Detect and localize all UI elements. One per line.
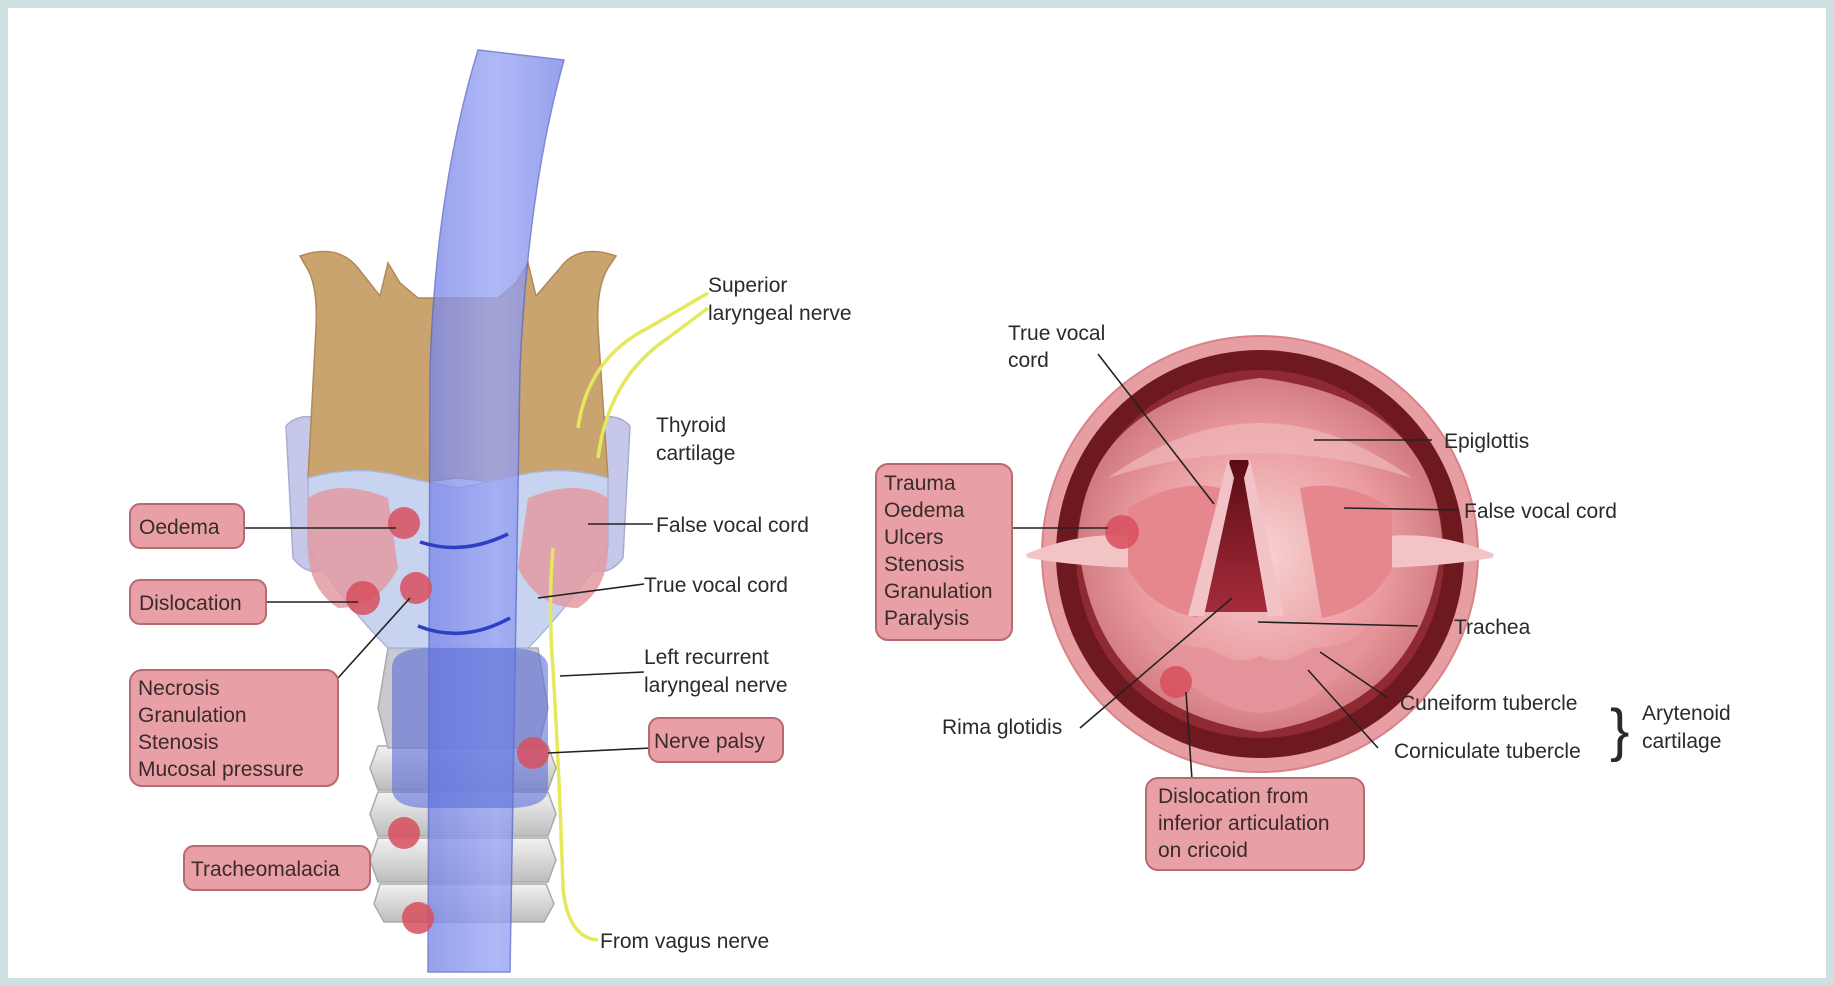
lower-trachea-spot bbox=[402, 902, 434, 934]
trauma-group-box: Trauma Oedema Ulcers Stenosis Granulatio… bbox=[876, 464, 1012, 640]
arytenoid-cartilage-label-1: Arytenoid bbox=[1642, 702, 1731, 725]
tracheomalacia-spot bbox=[388, 817, 420, 849]
nerve-palsy-box: Nerve palsy bbox=[649, 718, 783, 762]
oedema-right-label: Oedema bbox=[884, 499, 965, 522]
diagram-canvas: Oedema Dislocation Necrosis Granulation … bbox=[8, 8, 1826, 978]
oedema-label: Oedema bbox=[139, 516, 220, 539]
false-vocal-cord-right-label: False vocal cord bbox=[1464, 500, 1617, 523]
necrosis-group-box: Necrosis Granulation Stenosis Mucosal pr… bbox=[130, 670, 338, 786]
trachea-label: Trachea bbox=[1454, 616, 1531, 639]
left-recurrent-nerve-label-2: laryngeal nerve bbox=[644, 674, 788, 697]
ulcers-label: Ulcers bbox=[884, 526, 944, 549]
tracheomalacia-label: Tracheomalacia bbox=[191, 858, 340, 881]
cricoid-dislocation-spot bbox=[1160, 666, 1192, 698]
cuneiform-tubercle-label: Cuneiform tubercle bbox=[1400, 692, 1577, 715]
tube-cuff bbox=[392, 648, 548, 808]
from-vagus-nerve-label: From vagus nerve bbox=[600, 930, 769, 953]
thyroid-cartilage-label-2: cartilage bbox=[656, 442, 735, 465]
oedema-box: Oedema bbox=[130, 504, 244, 548]
true-vocal-cord-label: True vocal cord bbox=[644, 574, 788, 597]
necrosis-spot bbox=[400, 572, 432, 604]
trauma-spot bbox=[1105, 515, 1139, 549]
dislocation-spot bbox=[346, 581, 380, 615]
arytenoid-cartilage-label-2: cartilage bbox=[1642, 730, 1721, 753]
thyroid-cartilage-label-1: Thyroid bbox=[656, 414, 726, 437]
dislocation-box: Dislocation bbox=[130, 580, 266, 624]
cricoid-dislocation-label-3: on cricoid bbox=[1158, 839, 1248, 862]
stenosis-label: Stenosis bbox=[138, 731, 219, 754]
cricoid-dislocation-label-2: inferior articulation bbox=[1158, 812, 1330, 835]
necrosis-label: Necrosis bbox=[138, 677, 220, 700]
tracheomalacia-box: Tracheomalacia bbox=[184, 846, 370, 890]
cricoid-dislocation-box: Dislocation from inferior articulation o… bbox=[1146, 778, 1364, 870]
cricoid-dislocation-label-1: Dislocation from bbox=[1158, 785, 1309, 808]
nerve-palsy-spot bbox=[517, 737, 549, 769]
left-recurrent-nerve-label-1: Left recurrent bbox=[644, 646, 769, 669]
left-anatomy bbox=[286, 50, 708, 972]
paralysis-label: Paralysis bbox=[884, 607, 969, 630]
true-vocal-cord-right-label-2: cord bbox=[1008, 349, 1049, 372]
oedema-spot bbox=[388, 507, 420, 539]
stenosis-right-label: Stenosis bbox=[884, 553, 965, 576]
granulation-right-label: Granulation bbox=[884, 580, 993, 603]
nerve-palsy-label: Nerve palsy bbox=[654, 730, 765, 753]
rima-glotidis-label: Rima glotidis bbox=[942, 716, 1062, 739]
epiglottis-label: Epiglottis bbox=[1444, 430, 1529, 453]
superior-laryngeal-nerve-label-2: laryngeal nerve bbox=[708, 302, 852, 325]
superior-laryngeal-nerve-label-1: Superior bbox=[708, 274, 787, 297]
mucosal-pressure-label: Mucosal pressure bbox=[138, 758, 304, 781]
corniculate-tubercle-label: Corniculate tubercle bbox=[1394, 740, 1581, 763]
true-vocal-cord-right-label-1: True vocal bbox=[1008, 322, 1105, 345]
false-vocal-cord-label: False vocal cord bbox=[656, 514, 809, 537]
larynx-diagram: Oedema Dislocation Necrosis Granulation … bbox=[8, 8, 1826, 978]
arytenoid-brace: } bbox=[1610, 698, 1629, 763]
trauma-label: Trauma bbox=[884, 472, 956, 495]
granulation-label: Granulation bbox=[138, 704, 247, 727]
dislocation-label: Dislocation bbox=[139, 592, 242, 615]
